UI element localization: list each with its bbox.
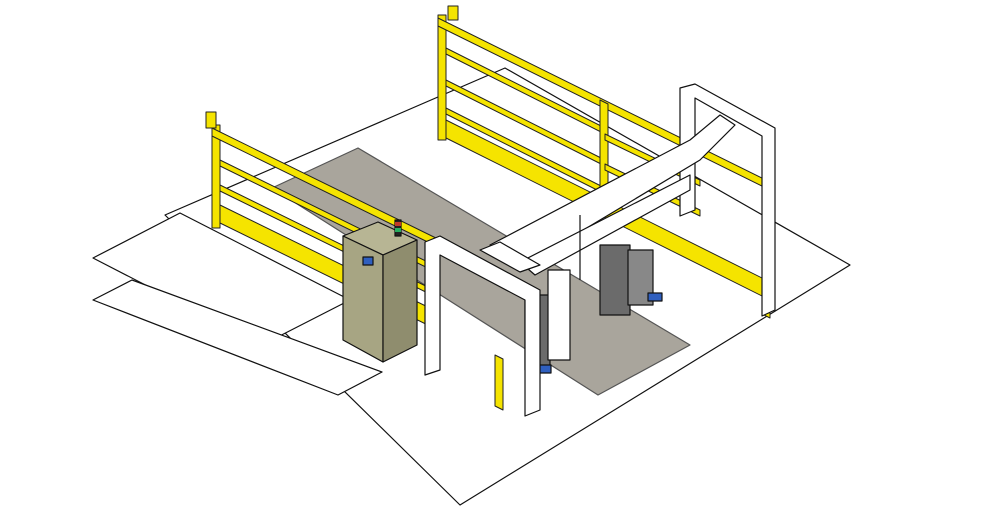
overhead-gantry [489,114,736,280]
rear-arch-frame [679,83,776,317]
control-cabinet [342,219,418,363]
front-arch-frame [424,235,541,417]
floor-stripe-lower [92,279,383,396]
